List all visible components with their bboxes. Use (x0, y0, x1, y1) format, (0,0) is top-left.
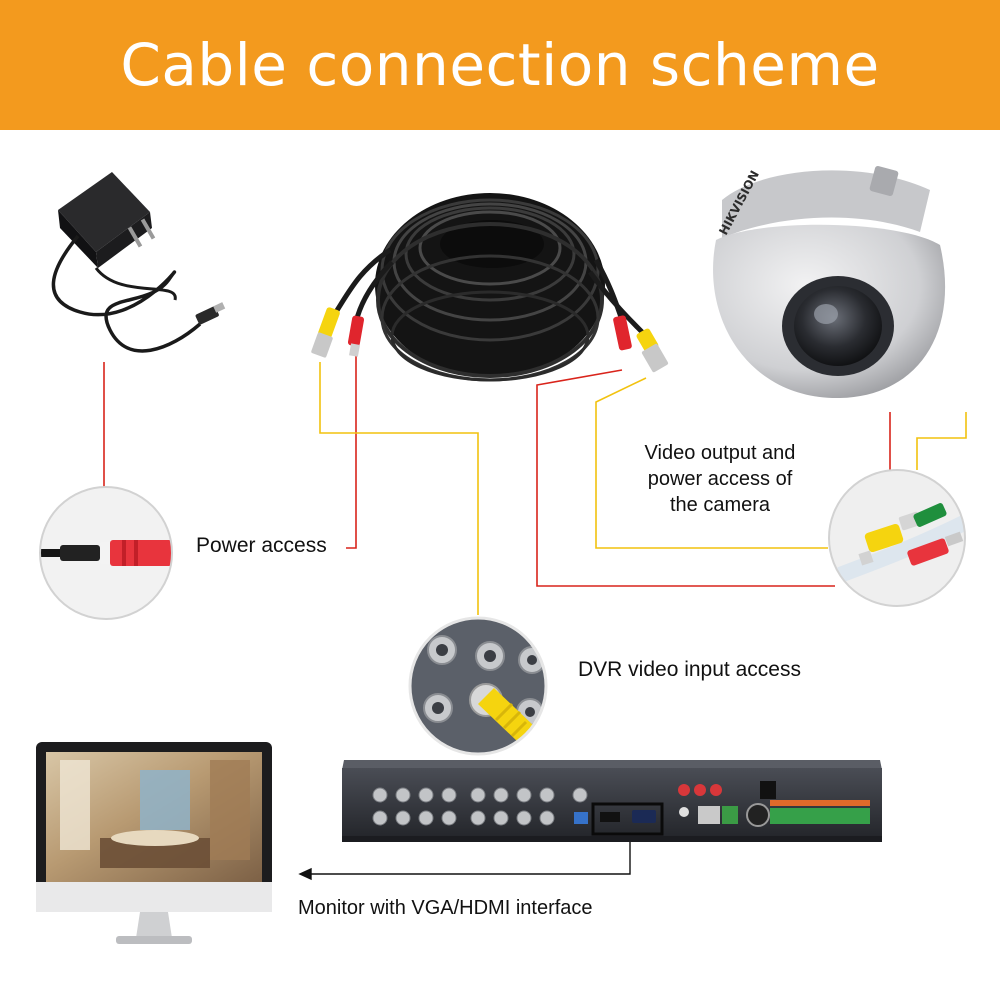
coiled-cable-icon (311, 193, 669, 382)
hdmi-line (298, 838, 631, 881)
monitor-icon (36, 742, 272, 944)
page-title: Cable connection scheme (120, 31, 880, 99)
video-output-line-3: the camera (669, 494, 771, 516)
monitor-label: Monitor with VGA/HDMI interface (298, 897, 593, 919)
dvr-bnc-row (372, 787, 588, 826)
dvr-input-label: DVR video input access (578, 658, 801, 681)
title-banner: Cable connection scheme (0, 0, 1000, 130)
dvr-recorder-icon (342, 760, 882, 842)
video-line (319, 362, 967, 615)
video-output-line-1: Video output and (644, 442, 796, 464)
power-line (103, 352, 891, 587)
bnc-input-closeup-icon (408, 616, 548, 756)
dc-plug-closeup-icon (39, 486, 173, 620)
video-output-label: Video output and power access of the cam… (610, 440, 830, 518)
video-output-line-2: power access of (647, 468, 793, 490)
power-adapter-icon (51, 172, 226, 353)
dome-camera-icon: HIKVISION (713, 166, 946, 399)
rca-plug-closeup-icon (828, 469, 966, 607)
power-access-label: Power access (196, 534, 327, 557)
